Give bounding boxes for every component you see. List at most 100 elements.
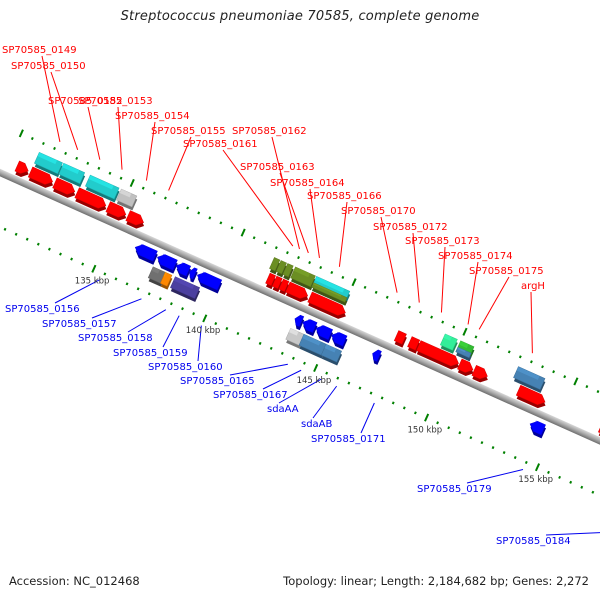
forward-label-leader <box>467 261 479 325</box>
forward-gene-label: SP70585_0175 <box>469 266 544 277</box>
forward-gene-label: SP70585_0155 <box>151 126 226 137</box>
reverse-feature-5-face <box>320 343 342 363</box>
reverse-cds-1-highlight <box>161 253 176 263</box>
forward-label-leader <box>41 55 61 142</box>
lower-tick-138.5 <box>169 302 173 306</box>
forward-feature-6 <box>282 263 294 281</box>
forward-feature-5 <box>275 260 288 278</box>
lower-tick-134 <box>70 257 74 261</box>
upper-tick-154 <box>552 370 556 374</box>
reverse-feature-1-face <box>160 271 173 287</box>
forward-cds-1 <box>27 166 54 188</box>
upper-tick-138.5 <box>208 216 212 220</box>
lower-tick-148.5 <box>391 401 395 405</box>
forward-cds-3-highlight <box>77 187 103 202</box>
forward-cds-8-highlight <box>281 279 284 283</box>
reverse-gene-label: SP70585_0157 <box>42 319 117 330</box>
genome-track <box>0 129 600 523</box>
upper-tick-139.5 <box>230 226 234 230</box>
forward-cds-5 <box>125 210 145 229</box>
forward-feature-5-face <box>275 260 287 275</box>
reverse-cds-2-face <box>175 262 192 277</box>
upper-tick-156 <box>596 390 600 394</box>
upper-tick-140 <box>240 228 246 237</box>
upper-tick-149 <box>441 320 445 324</box>
topology-text: Topology: linear; Length: 2,184,682 bp; … <box>283 574 589 588</box>
reverse-gene-label: SP70585_0167 <box>213 390 288 401</box>
upper-tick-131 <box>42 141 45 146</box>
lower-tick-157 <box>580 485 584 489</box>
forward-label-leader <box>222 149 294 247</box>
lower-tick-140 <box>202 314 208 323</box>
forward-label-leader <box>338 201 348 267</box>
forward-feature-0 <box>34 151 63 178</box>
forward-feature-10-highlight <box>459 340 469 349</box>
forward-gene-label: SP70585_0163 <box>240 162 315 173</box>
upper-tick-151.5 <box>496 345 500 349</box>
forward-feature-3-highlight <box>119 189 132 198</box>
axis-tick-label: 145 kbp <box>297 376 332 386</box>
forward-gene-label: SP70585_0149 <box>2 45 77 56</box>
reverse-gene-label: sdaAA <box>267 404 299 415</box>
reverse-cds-0 <box>134 243 158 265</box>
upper-tick-154.5 <box>563 375 567 379</box>
upper-tick-136.5 <box>164 196 167 200</box>
forward-gene-label: SP70585_0152 <box>48 96 123 107</box>
axis-tick-label: 150 kbp <box>408 425 443 435</box>
reverse-label-leader <box>262 369 302 390</box>
upper-tick-136 <box>152 191 156 195</box>
forward-cds-4 <box>105 201 127 221</box>
reverse-feature-5 <box>320 343 343 366</box>
forward-gene-label: SP70585_0170 <box>341 206 416 217</box>
upper-tick-148.5 <box>430 315 434 319</box>
forward-cds-8-face <box>278 278 290 292</box>
reverse-cds-0-highlight <box>139 243 156 254</box>
forward-feature-6-face <box>282 263 294 278</box>
reverse-cds-3-highlight <box>193 268 196 272</box>
forward-cds-7-highlight <box>275 276 277 280</box>
lower-tick-150 <box>424 413 430 422</box>
reverse-cds-7-face <box>315 325 333 340</box>
reverse-cds-8-highlight <box>335 331 346 339</box>
forward-feature-2-highlight <box>88 175 114 190</box>
upper-tick-141 <box>263 241 267 245</box>
reverse-cds-4-highlight <box>201 271 220 283</box>
lower-tick-151 <box>447 426 451 430</box>
forward-feature-8-stacked <box>311 282 348 306</box>
upper-tick-132.5 <box>75 156 79 160</box>
upper-tick-141.5 <box>274 246 278 250</box>
lower-tick-147 <box>358 386 362 390</box>
upper-tick-149.5 <box>452 325 456 329</box>
forward-gene-label: SP70585_0161 <box>183 139 258 150</box>
lower-tick-153 <box>491 446 495 450</box>
forward-label-leader <box>87 106 101 160</box>
forward-feature-9-face <box>439 333 458 351</box>
lower-tick-135.5 <box>103 272 107 276</box>
upper-tick-142.5 <box>297 256 300 260</box>
forward-label-leader <box>478 276 510 330</box>
lower-tick-156 <box>558 475 562 479</box>
forward-cds-14-highlight <box>460 358 470 366</box>
forward-feature-2-face <box>85 174 120 200</box>
reverse-cds-9-highlight <box>376 350 380 355</box>
forward-cds-3-face <box>74 187 107 209</box>
forward-label-leader <box>380 216 398 293</box>
forward-cds-13-highlight <box>419 340 456 360</box>
forward-label-leader <box>412 232 420 303</box>
upper-tick-145.5 <box>363 285 367 289</box>
forward-feature-10-stacked-highlight <box>457 347 466 353</box>
reverse-label-leader <box>360 402 375 434</box>
forward-cds-15-highlight <box>474 365 485 373</box>
upper-tick-153.5 <box>541 365 544 369</box>
upper-tick-138 <box>197 211 201 215</box>
lower-tick-136 <box>114 277 118 281</box>
lower-tick-148 <box>380 396 384 400</box>
lower-tick-144 <box>291 356 295 360</box>
forward-label-leader <box>117 106 123 170</box>
forward-feature-4 <box>269 257 281 275</box>
forward-feature-10-stacked <box>455 346 472 362</box>
label-leaders <box>41 55 600 536</box>
forward-label-leader <box>530 291 533 354</box>
upper-tick-143.5 <box>319 265 323 270</box>
reverse-label-leader <box>278 378 322 404</box>
